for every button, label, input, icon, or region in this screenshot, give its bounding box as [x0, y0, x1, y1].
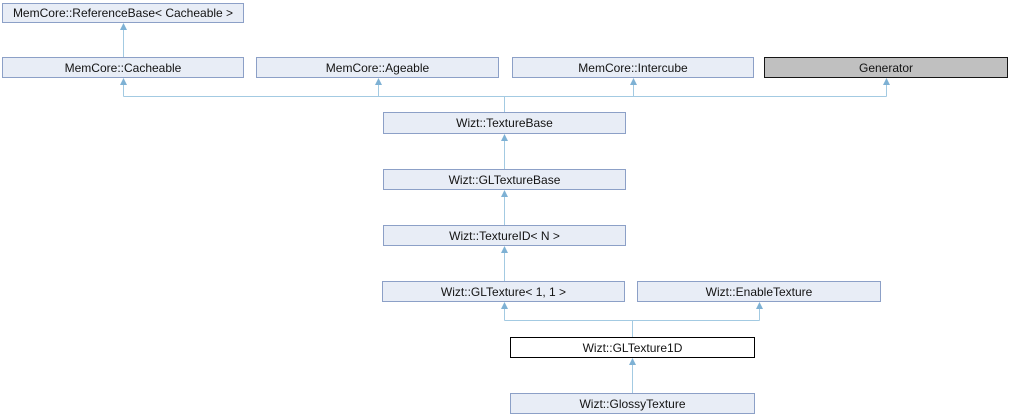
class-node-wizt-glossytexture[interactable]: Wizt::GlossyTexture [510, 393, 755, 414]
edge-gltexture11-to-textureid [501, 246, 508, 281]
edge-cacheable-to-referencebase [120, 23, 127, 57]
class-node-wizt-textureid[interactable]: Wizt::TextureID< N > [383, 225, 626, 246]
class-node-memcore-cacheable[interactable]: MemCore::Cacheable [2, 57, 244, 78]
class-node-wizt-texturebase[interactable]: Wizt::TextureBase [383, 112, 626, 134]
edge-gltexturebase-to-texturebase [501, 134, 508, 169]
edge-textureid-to-gltexturebase [501, 190, 508, 225]
class-node-memcore-ageable[interactable]: MemCore::Ageable [256, 57, 499, 78]
class-node-wizt-gltexture-1-1[interactable]: Wizt::GLTexture< 1, 1 > [382, 281, 625, 302]
class-node-memcore-intercube[interactable]: MemCore::Intercube [512, 57, 754, 78]
edge-glossytexture-to-gltexture1d [629, 358, 636, 393]
edge-gltexture1d-to-bases [501, 302, 763, 337]
class-node-memcore-referencebase[interactable]: MemCore::ReferenceBase< Cacheable > [2, 3, 244, 23]
edge-texturebase-to-bases [120, 78, 890, 112]
class-node-wizt-gltexture1d-current: Wizt::GLTexture1D [510, 337, 755, 358]
class-node-wizt-enabletexture[interactable]: Wizt::EnableTexture [637, 281, 881, 302]
class-node-wizt-gltexturebase[interactable]: Wizt::GLTextureBase [383, 169, 626, 190]
class-node-generator: Generator [764, 57, 1008, 78]
